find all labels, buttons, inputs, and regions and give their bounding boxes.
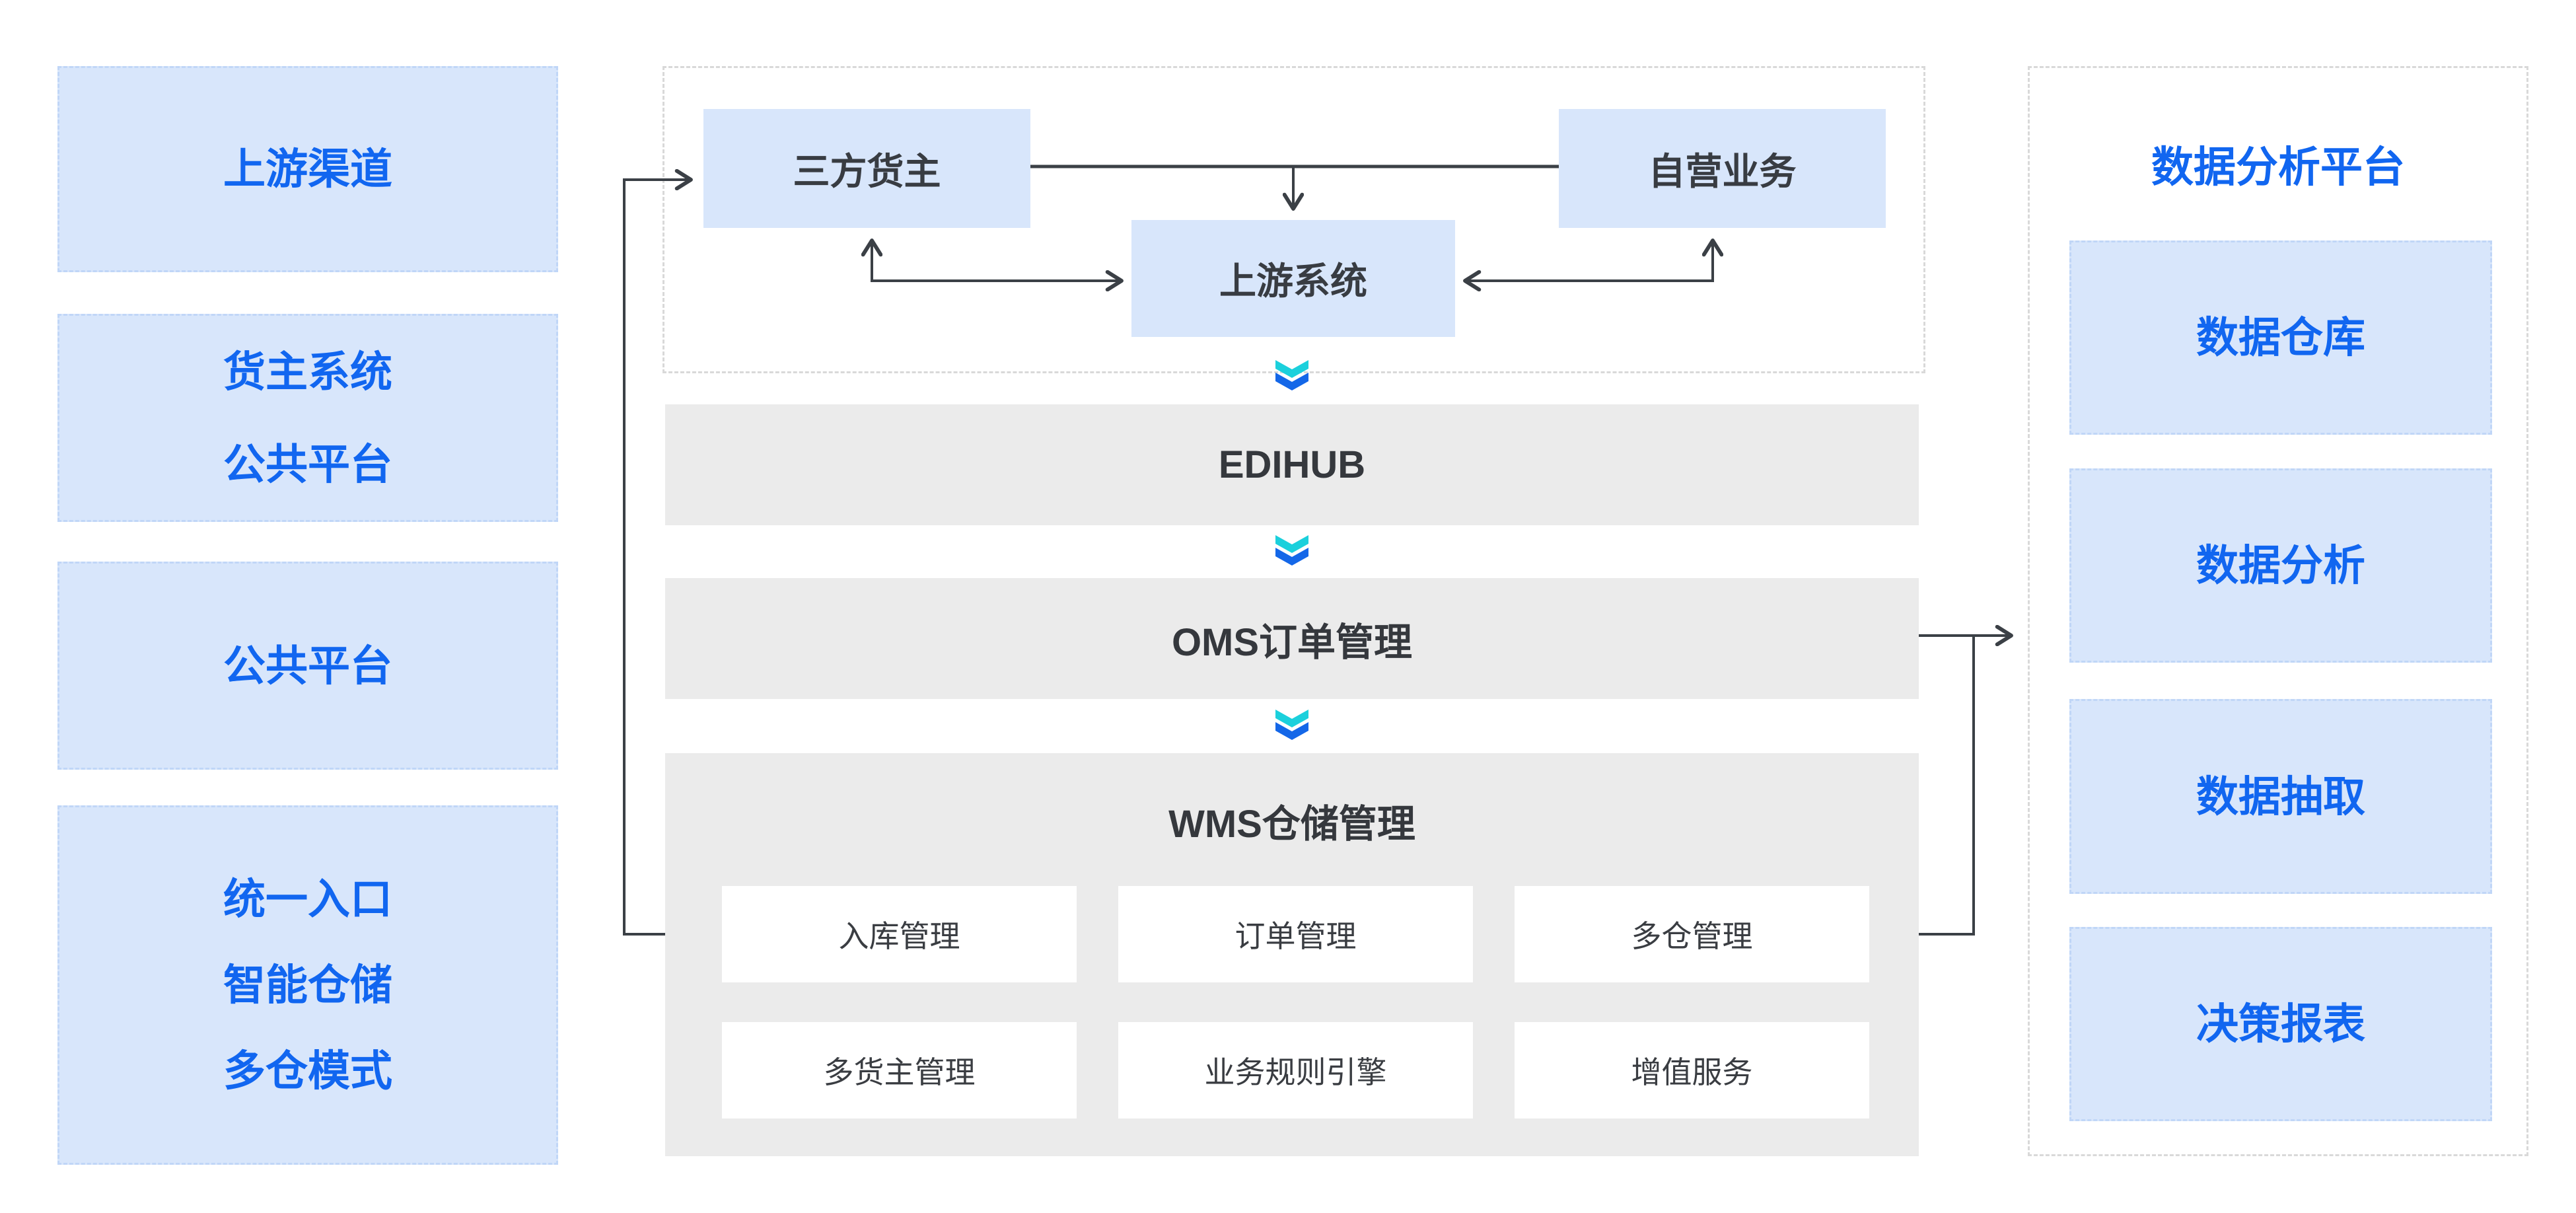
bar-edihub: EDIHUB — [665, 404, 1919, 525]
right-panel-box-data-analysis: 数据分析 — [2069, 468, 2492, 663]
wms-module-orders: 订单管理 — [1118, 886, 1473, 982]
wms-container: WMS仓储管理 入库管理 订单管理 多仓管理 多货主管理 业务规则引擎 增值服务 — [665, 753, 1919, 1156]
left-panel-box-owner-systems: 货主系统 公共平台 — [57, 314, 558, 522]
wms-module-label: 入库管理 — [838, 919, 960, 953]
wms-module-label: 业务规则引擎 — [1204, 1055, 1387, 1089]
wms-module-label: 多货主管理 — [823, 1055, 976, 1089]
node-label: 自营业务 — [1648, 150, 1797, 192]
node-label: 三方货主 — [793, 150, 941, 192]
wms-module-value-added: 增值服务 — [1515, 1022, 1869, 1119]
chevron-top — [1275, 360, 1308, 378]
chevron-bottom — [1275, 548, 1308, 566]
left-panel-box-label: 多仓模式 — [223, 1047, 392, 1095]
left-panel-box-label: 统一入口 — [223, 875, 392, 923]
left-panel-box-label: 公共平台 — [223, 440, 392, 488]
flow-down-chevron-icon — [1275, 535, 1308, 566]
wms-module-label: 订单管理 — [1234, 919, 1357, 953]
wms-module-multi-owner: 多货主管理 — [722, 1022, 1077, 1119]
right-panel-box-data-extraction: 数据抽取 — [2069, 699, 2492, 894]
data-analysis-platform-title: 数据分析平台 — [2151, 143, 2405, 191]
node-upstream-system: 上游系统 — [1131, 220, 1455, 337]
node-label: 上游系统 — [1219, 260, 1367, 302]
wms-module-inbound: 入库管理 — [722, 886, 1077, 982]
wms-module-label: 增值服务 — [1631, 1055, 1753, 1089]
left-panel-box-label: 智能仓储 — [223, 961, 392, 1009]
left-panel-box-unified-entry: 统一入口 智能仓储 多仓模式 — [57, 805, 558, 1165]
left-panel-box-upstream-channels: 上游渠道 — [57, 66, 558, 272]
chevron-bottom — [1275, 722, 1308, 740]
right-panel-box-label: 数据分析 — [2196, 542, 2365, 589]
left-panel-box-label: 货主系统 — [223, 348, 392, 396]
flow-down-chevron-icon — [1275, 360, 1308, 390]
left-panel-box-label: 上游渠道 — [223, 145, 392, 193]
data-analysis-platform-container: 数据分析平台 数据仓库 数据分析 数据抽取 决策报表 — [2028, 66, 2528, 1156]
right-panel-box-data-warehouse: 数据仓库 — [2069, 240, 2492, 435]
line-wms-merge-right — [1919, 636, 1975, 936]
wms-title: WMS仓储管理 — [1168, 803, 1415, 846]
chevron-top — [1275, 535, 1308, 553]
node-self-operated-business: 自营业务 — [1559, 109, 1886, 228]
right-panel-box-decision-reports: 决策报表 — [2069, 927, 2492, 1121]
left-panel-box-public-platform: 公共平台 — [57, 562, 558, 770]
bar-label: OMS订单管理 — [1171, 620, 1413, 664]
flow-down-chevron-icon — [1275, 710, 1308, 740]
bar-label: EDIHUB — [1218, 443, 1366, 486]
wms-module-label: 多仓管理 — [1631, 919, 1753, 953]
wms-module-multi-warehouse: 多仓管理 — [1515, 886, 1869, 982]
right-panel-box-label: 数据仓库 — [2196, 314, 2365, 361]
bar-oms: OMS订单管理 — [665, 578, 1919, 699]
right-panel-box-label: 数据抽取 — [2196, 772, 2365, 821]
node-third-party-owner: 三方货主 — [703, 109, 1030, 228]
wms-module-rules-engine: 业务规则引擎 — [1118, 1022, 1473, 1119]
left-panel-box-label: 公共平台 — [223, 642, 392, 690]
chevron-bottom — [1275, 373, 1308, 390]
chevron-top — [1275, 710, 1308, 727]
right-panel-box-label: 决策报表 — [2196, 1000, 2365, 1048]
